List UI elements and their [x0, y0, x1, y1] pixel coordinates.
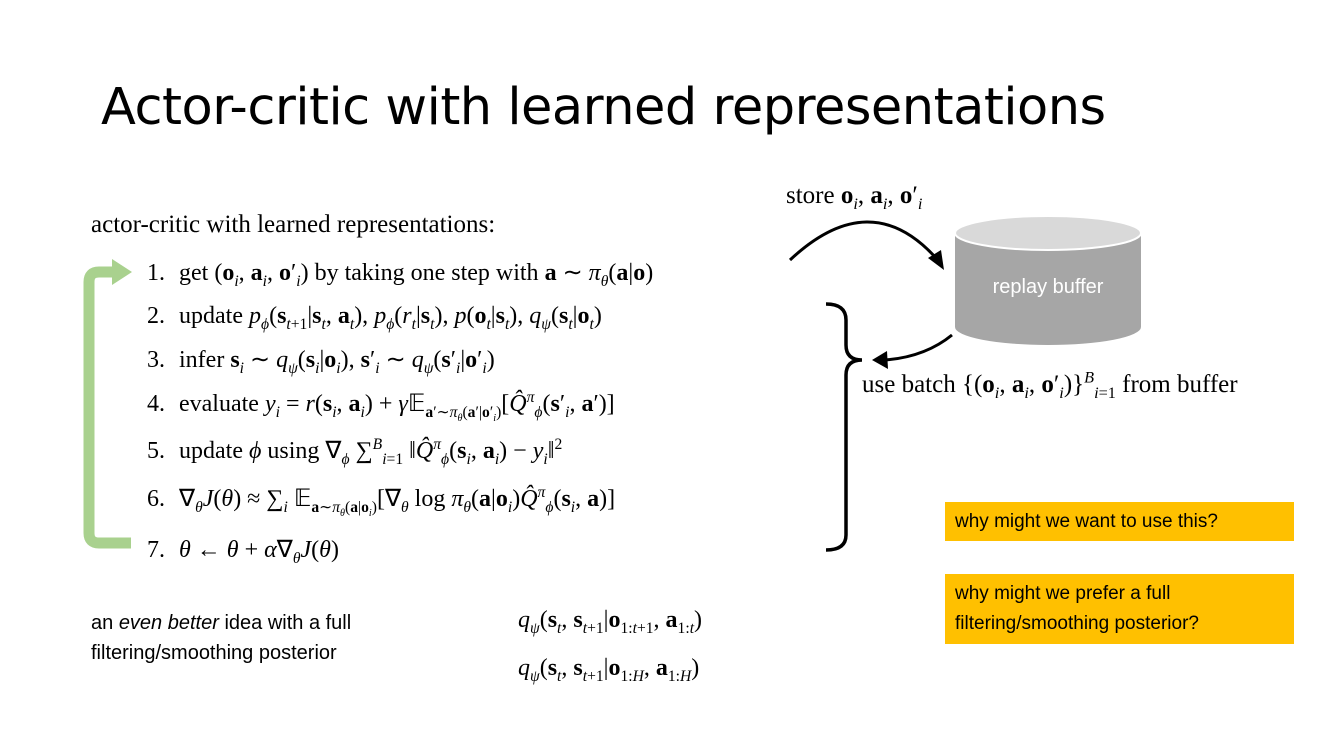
step-5: 5. update ϕ using ∇ϕ ∑Bi=1 ‖Q̂πϕ(si, ai)… — [147, 436, 563, 468]
loop-arrow — [83, 266, 131, 549]
step-4: 4. evaluate yi = r(si, ai) + γ𝔼a′∼πθ(a′|… — [147, 389, 615, 424]
question-box-2: why might we prefer a full filtering/smo… — [945, 574, 1294, 644]
step-6: 6. ∇θJ(θ) ≈ ∑i 𝔼a∼πθ(a|oi)[∇θ log πθ(a|o… — [147, 484, 616, 519]
replay-buffer-label: replay buffer — [992, 276, 1104, 298]
use-batch-label: use batch {(oi, ai, o′i)}Bi=1 from buffe… — [862, 368, 1238, 402]
slide-title: Actor-critic with learned representation… — [101, 78, 1106, 137]
even-better-note: an even better idea with a full filterin… — [91, 612, 352, 664]
step-3: 3. infer si ∼ qψ(si|oi), s′i ∼ qψ(s′i|o′… — [147, 347, 495, 377]
step-2: 2. update pϕ(st+1|st, at), pϕ(rt|st), p(… — [147, 303, 602, 333]
loop-arrowhead-icon — [112, 259, 132, 285]
algorithm-heading: actor-critic with learned representation… — [91, 211, 496, 238]
replay-buffer-cylinder — [954, 215, 1142, 345]
posterior-filtering: qψ(st, st+1|o1:t+1, a1:t) — [518, 607, 703, 637]
batch-arrow — [884, 333, 953, 362]
store-label: store oi, ai, o′i — [786, 182, 923, 213]
steps-bracket — [825, 302, 863, 552]
step-1: 1. get (oi, ai, o′i) by taking one step … — [147, 260, 654, 290]
batch-arrowhead-icon — [872, 351, 888, 369]
store-arrow — [788, 220, 938, 262]
question-box-1: why might we want to use this? — [945, 502, 1294, 541]
store-arrowhead-icon — [928, 250, 944, 270]
step-7: 7. θ ← θ + α∇θJ(θ) — [147, 537, 339, 567]
posterior-smoothing: qψ(st, st+1|o1:H, a1:H) — [518, 655, 700, 685]
